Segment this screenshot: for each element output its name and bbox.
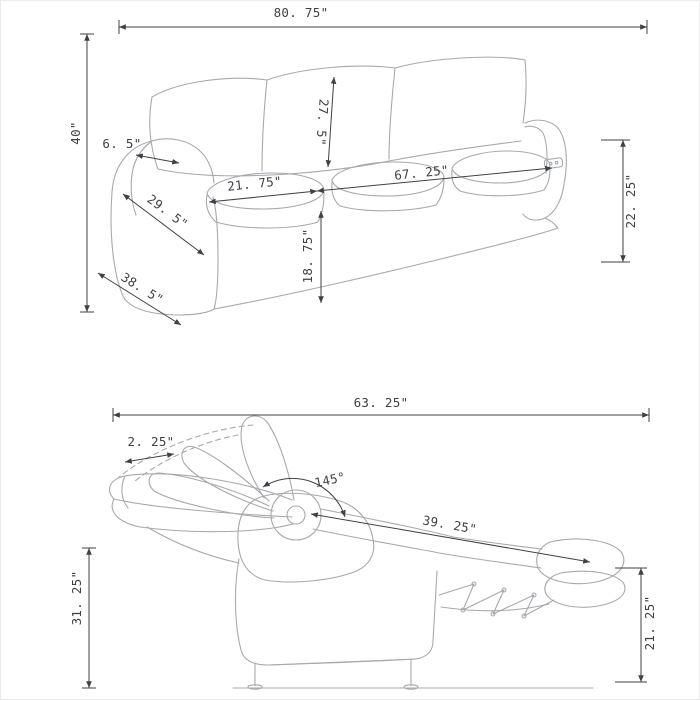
- sofa-back-top-edge: [151, 56, 526, 98]
- dim-line-recliner-wall-clearance: [124, 452, 175, 464]
- sofa-outline: [110, 56, 567, 316]
- dim-line-sofa-seat-depth: [208, 188, 318, 205]
- dim-line-recliner-seat-length: [310, 512, 591, 564]
- dim-label-sofa-back-height: 27. 5": [313, 98, 331, 146]
- sofa-dimensions: 80. 75" 40" 6. 5" 27. 5" 21. 75" 67. 25"…: [68, 5, 648, 326]
- recliner-base-bottom: [268, 658, 417, 666]
- dim-line-sofa-interior-width: [316, 165, 553, 194]
- sofa-seat-cushion-right-front: [451, 166, 551, 197]
- dim-label-recliner-wall-clearance: 2. 25": [128, 434, 175, 449]
- sofa-seat-cushion-middle-front: [331, 178, 445, 212]
- dim-label-sofa-seat-depth: 21. 75": [227, 173, 283, 194]
- sofa-front-base-rail: [213, 227, 559, 310]
- recliner-linkage-bars: [438, 583, 555, 617]
- power-switch-button-2: [554, 160, 559, 165]
- dim-label-sofa-arm-front-height: 29. 5": [144, 191, 191, 231]
- recliner-backrest-ghost-upright: [240, 415, 295, 501]
- recliner-base: [234, 558, 438, 666]
- recliner-linkage-joints: [460, 581, 537, 619]
- linkage-joint: [471, 581, 477, 587]
- recliner-backrest-ghost-low: [148, 472, 275, 519]
- dim-line-sofa-arm-top-width: [135, 153, 180, 165]
- sofa-seat-cushion-left-front: [205, 191, 325, 229]
- sofa-back-cushion-divider-left: [261, 79, 268, 172]
- dim-label-recliner-length: 63. 25": [354, 395, 409, 410]
- recliner-footrest-pad-lower: [544, 570, 626, 608]
- dim-label-recliner-footrest-height: 21. 25": [642, 596, 657, 651]
- dim-label-sofa-arm-side-height: 22. 25": [623, 174, 638, 229]
- recliner-seat-bottom-edge: [312, 528, 446, 555]
- linkage-joint: [521, 613, 527, 619]
- dim-label-sofa-arm-top-width: 6. 5": [102, 136, 141, 151]
- dim-label-sofa-overall-height: 40": [68, 121, 83, 144]
- sofa-right-arm: [522, 119, 567, 221]
- recliner-rear-foot-pad: [403, 684, 419, 690]
- sofa-seat-cushion-right: [451, 150, 551, 184]
- recliner-linkage-bar: [440, 603, 550, 612]
- linkage-joint: [501, 587, 507, 593]
- linkage-joint: [490, 611, 496, 617]
- dim-arc-recline-angle: [262, 477, 346, 518]
- sofa-front-base-corner: [544, 217, 559, 229]
- dim-label-sofa-overall-width: 80. 75": [274, 5, 329, 20]
- dim-line-sofa-overall-depth: [97, 272, 182, 326]
- recliner-front-foot-pad: [247, 684, 263, 690]
- recliner-pivot-outer: [270, 489, 322, 541]
- recliner-footrest-pad-upper: [536, 538, 625, 585]
- sofa-back-seat-seam: [157, 140, 522, 177]
- dim-label-recliner-height: 31. 25": [69, 571, 84, 626]
- recliner-outline: [109, 415, 626, 690]
- sofa-left-arm: [110, 140, 219, 316]
- sofa-right-arm-inner-roll: [524, 125, 548, 174]
- sofa-back-cushion-divider-right: [388, 67, 396, 160]
- recliner-pivot-inner: [286, 505, 306, 525]
- sofa-back-right-edge: [522, 59, 527, 124]
- dim-label-sofa-interior-width: 67. 25": [394, 162, 450, 183]
- recliner-dimensions: 63. 25" 2. 25" 145° 39. 25" 31. 25" 21. …: [69, 395, 657, 689]
- recliner-motion-arc-outer: [117, 424, 254, 479]
- dim-label-recliner-seat-length: 39. 25": [422, 512, 479, 536]
- recliner-backrest-reclined-top: [109, 473, 293, 518]
- dim-label-sofa-seat-height: 18. 75": [300, 229, 315, 284]
- recliner-backrest-seam: [121, 475, 129, 509]
- sofa-power-recline-switch: [543, 157, 564, 170]
- recliner-backrest-reclined-bottom: [111, 498, 294, 533]
- recliner-footrest-link-upper: [452, 536, 543, 550]
- sofa-left-arm-roll: [151, 138, 215, 184]
- recliner-back-support: [146, 526, 240, 564]
- dim-line-sofa-arm-front-height: [122, 193, 205, 256]
- recliner-backrest-ghost-mid: [181, 445, 274, 512]
- linkage-joint: [531, 592, 537, 598]
- power-switch-button-1: [548, 161, 553, 166]
- power-switch-body: [543, 157, 564, 170]
- linkage-joint: [460, 607, 466, 613]
- dim-label-recline-angle: 145°: [313, 469, 347, 490]
- dim-line-sofa-back-height: [325, 76, 337, 168]
- recliner-footrest-link-lower: [444, 553, 542, 569]
